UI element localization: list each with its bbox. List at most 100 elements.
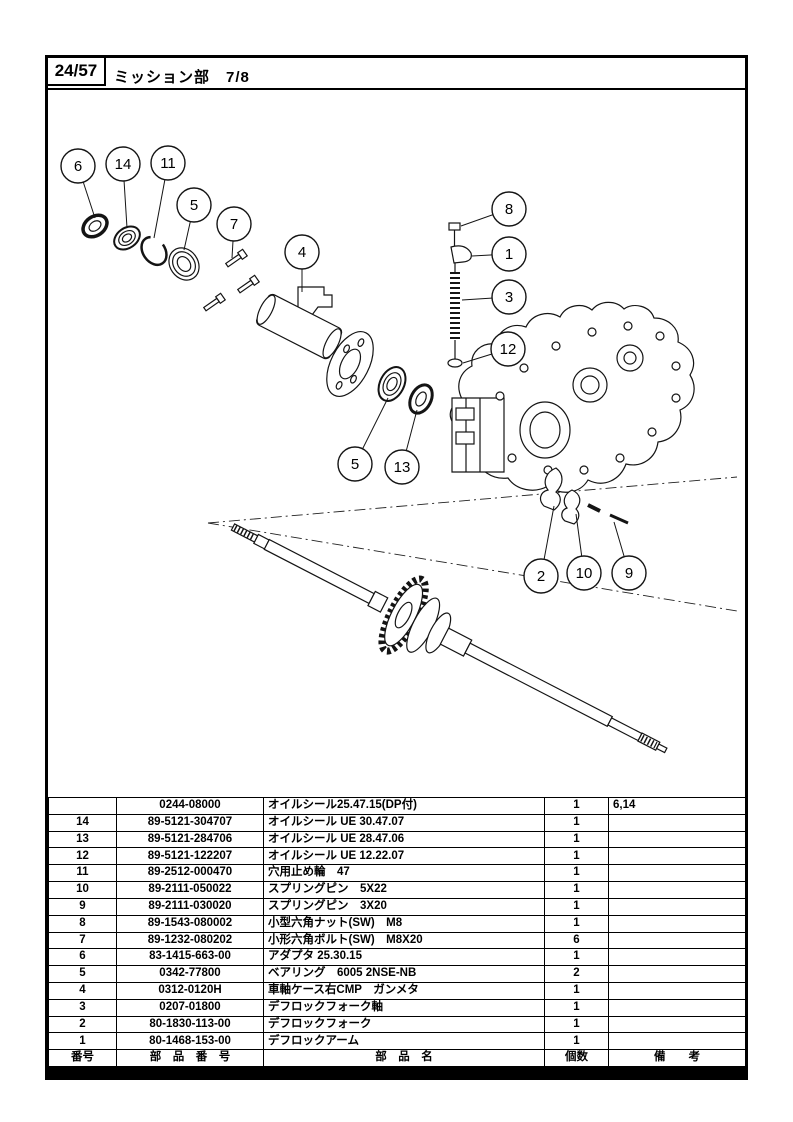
remark-cell xyxy=(608,1015,746,1034)
part-number-cell: 80-1830-113-00 xyxy=(116,1015,264,1034)
bearing-5-part xyxy=(377,366,407,402)
callout-number: 10 xyxy=(576,565,593,582)
part-number-cell: 80-1468-153-00 xyxy=(116,1032,264,1051)
column-header-no: 番号 xyxy=(48,1049,117,1067)
part-name-cell: スプリングピン 5X22 xyxy=(263,881,545,899)
bolt-7-part xyxy=(224,248,249,268)
oil-seal-14-part xyxy=(113,225,141,251)
diagram-drawing xyxy=(81,213,738,754)
callout-number: 2 xyxy=(537,568,545,585)
part-number-cell: 89-1543-080002 xyxy=(116,914,264,933)
row-no-cell: 5 xyxy=(48,965,117,983)
callout-balloon xyxy=(523,558,559,594)
qty-cell: 6 xyxy=(544,931,609,950)
part-name-cell: オイルシール UE 28.47.06 xyxy=(263,830,545,849)
callout-11: 11 xyxy=(150,145,186,239)
row-no-cell: 12 xyxy=(48,847,117,866)
snap-ring-11-part xyxy=(140,235,168,267)
remark-cell xyxy=(608,931,746,950)
bearing-5-part xyxy=(168,247,200,281)
qty-cell: 1 xyxy=(544,830,609,849)
qty-cell: 1 xyxy=(544,1015,609,1034)
part-name-cell: オイルシール UE 12.22.07 xyxy=(263,847,545,866)
callout-balloon xyxy=(566,555,602,591)
row-no-cell: 8 xyxy=(48,914,117,933)
part-name-cell: 小形六角ボルト(SW) M8X20 xyxy=(263,931,545,950)
part-name-cell: オイルシール UE 30.47.07 xyxy=(263,813,545,832)
row-no-cell: 10 xyxy=(48,881,117,899)
row-no-cell: 6 xyxy=(48,948,117,967)
diff-lock-fork-parts xyxy=(539,467,629,525)
column-header-qty: 個数 xyxy=(544,1049,609,1067)
row-no-cell: 3 xyxy=(48,998,117,1017)
axle-case-4-part xyxy=(255,286,374,397)
row-no-cell: 4 xyxy=(48,981,117,1000)
qty-cell: 1 xyxy=(544,1032,609,1051)
lock-arm-1-part xyxy=(450,245,472,264)
oil-seal-13-part xyxy=(408,383,434,415)
remark-cell xyxy=(608,948,746,967)
callout-4: 4 xyxy=(284,234,320,292)
callout-balloon xyxy=(490,331,526,367)
callout-balloon xyxy=(60,148,96,184)
oil-seal-6-part xyxy=(81,213,109,239)
qty-cell: 1 xyxy=(544,981,609,1000)
page-frame: 24/57 ミッション部 7/8 xyxy=(45,55,748,1080)
callout-7: 7 xyxy=(216,206,252,259)
callout-number: 14 xyxy=(115,156,132,173)
row-no-cell: 2 xyxy=(48,1015,117,1034)
row-no-cell: 1 xyxy=(48,1032,117,1051)
qty-cell: 2 xyxy=(544,965,609,983)
callout-2: 2 xyxy=(523,505,559,594)
hex-nut-8-part xyxy=(448,222,461,231)
table-header-row: 番号部 品 番 号部 品 名個数備 考 xyxy=(48,1049,746,1067)
qty-cell: 1 xyxy=(544,864,609,883)
page-number: 24/57 xyxy=(54,61,98,80)
part-number-cell: 0244-08000 xyxy=(116,797,264,815)
callout-balloon xyxy=(337,446,373,482)
part-number-cell: 83-1415-663-00 xyxy=(116,948,264,967)
callout-number: 7 xyxy=(230,216,238,233)
remark-cell xyxy=(608,847,746,866)
remark-cell xyxy=(608,813,746,832)
callout-number: 13 xyxy=(394,459,411,476)
axle-shaft-part xyxy=(230,523,668,754)
callout-1: 1 xyxy=(471,236,527,272)
callout-number: 9 xyxy=(625,565,633,582)
remark-cell xyxy=(608,864,746,883)
qty-cell: 1 xyxy=(544,897,609,916)
washer-12-part xyxy=(447,358,463,368)
row-no-cell: 7 xyxy=(48,931,117,950)
part-name-cell: アダプタ 25.30.15 xyxy=(263,948,545,967)
part-name-cell: デフロックフォーク xyxy=(263,1015,545,1034)
callout-number: 5 xyxy=(351,456,359,473)
callout-balloon xyxy=(491,191,527,227)
callout-10: 10 xyxy=(566,513,602,591)
callout-5: 5 xyxy=(176,187,212,251)
callout-8: 8 xyxy=(460,191,527,227)
callout-9: 9 xyxy=(611,521,647,591)
callout-number: 1 xyxy=(505,246,513,263)
qty-cell: 1 xyxy=(544,948,609,967)
callout-5: 5 xyxy=(337,397,389,482)
part-name-cell: ベアリング 6005 2NSE-NB xyxy=(263,965,545,983)
callout-balloon xyxy=(491,236,527,272)
row-no-cell: 11 xyxy=(48,864,117,883)
remark-cell xyxy=(608,965,746,983)
remark-cell xyxy=(608,897,746,916)
part-name-cell: 穴用止め輪 47 xyxy=(263,864,545,883)
